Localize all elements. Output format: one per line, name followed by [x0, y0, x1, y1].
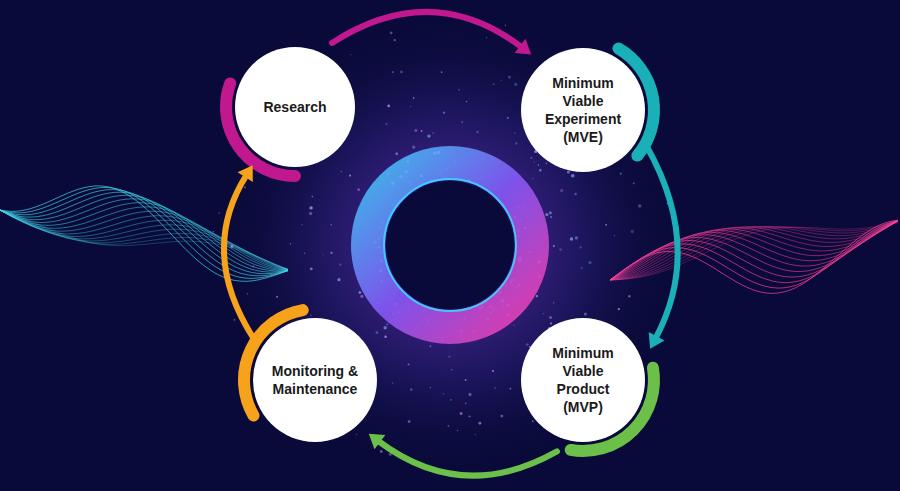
arrowhead [515, 39, 532, 55]
center-glow [220, 15, 680, 475]
node-label: Minimum Viable Experiment (MVE) [536, 74, 630, 147]
node-label: Minimum Viable Product (MVP) [536, 344, 630, 417]
network-dots [213, 24, 670, 463]
arrowhead [238, 165, 253, 182]
arrow-line [224, 175, 254, 338]
monitoring-circle: Monitoring & Maintenance [253, 318, 377, 442]
research-circle: Research [235, 47, 355, 167]
node-label: Monitoring & Maintenance [268, 362, 362, 398]
circle-outline [521, 318, 645, 442]
mve-circle: Minimum Viable Experiment (MVE) [521, 48, 645, 172]
cycle-arrow [332, 12, 531, 55]
arrow-line [378, 441, 557, 476]
cycle-arrow [369, 434, 557, 476]
mvp-circle: Minimum Viable Product (MVP) [521, 318, 645, 442]
node-label: Research [250, 98, 341, 116]
center-ring-edge [384, 179, 516, 311]
center-ring [368, 163, 532, 327]
cycle-arrow [224, 165, 254, 338]
circle-outline [521, 48, 645, 172]
arrow-line [332, 12, 522, 47]
arrowhead [649, 332, 665, 349]
cycle-arrow [647, 147, 678, 349]
arrow-line [647, 147, 678, 338]
circle-outline [253, 318, 377, 442]
arrowhead [369, 434, 386, 450]
center-hole [386, 181, 514, 309]
